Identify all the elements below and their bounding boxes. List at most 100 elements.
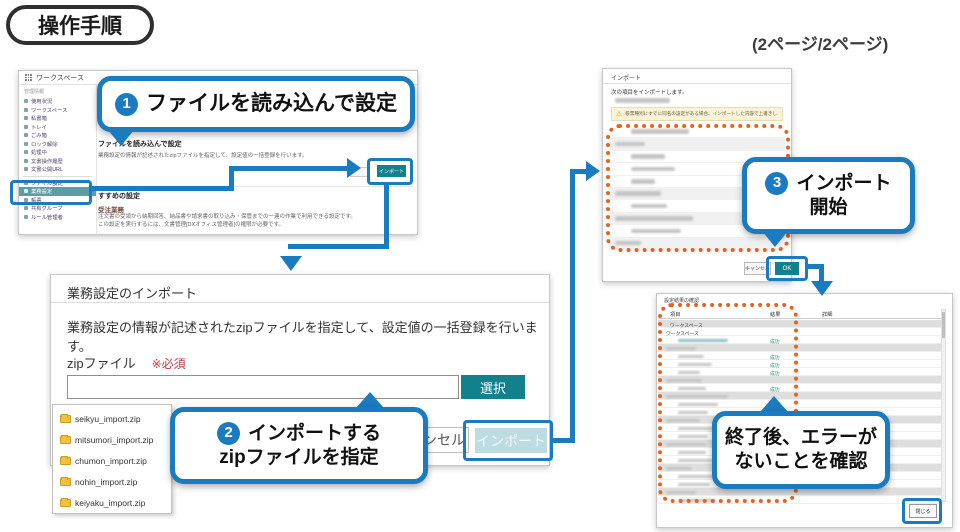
redacted-import-target (615, 98, 670, 103)
connector-b-arrowhead (280, 256, 302, 271)
confirm-list-row (609, 176, 785, 188)
zip-file-item[interactable]: mitsumori_import.zip (53, 429, 171, 450)
connector-b-seg2 (288, 244, 389, 249)
sidebar-item[interactable]: ワークスペース (19, 106, 96, 115)
result-table-row (658, 488, 946, 496)
connector-a-seg3 (234, 166, 347, 171)
step2-text-line1: インポートする (247, 422, 381, 444)
close-button[interactable]: 閉じる (909, 504, 937, 518)
sidebar-item[interactable]: 業務設定 (19, 187, 96, 196)
result-scrollbar-thumb[interactable] (942, 312, 945, 338)
required-badge: ※必須 (151, 357, 186, 371)
zip-folder-icon (60, 413, 71, 423)
sidebar-item-icon (24, 197, 28, 202)
column-item: 項目 (670, 312, 681, 318)
sidebar-section-label: 管理情報 (24, 89, 45, 95)
zip-file-name: chumon_import.zip (75, 455, 147, 466)
sidebar-item[interactable]: 文書公開URL (19, 165, 96, 174)
zip-file-name: mitsumori_import.zip (75, 434, 154, 445)
sidebar-item[interactable]: 共有グループ (19, 204, 96, 213)
connector-c-seg3 (575, 169, 587, 174)
zip-file-input[interactable] (67, 375, 459, 399)
result-status-success: 成功 (770, 371, 780, 377)
sidebar-item-icon (24, 133, 28, 138)
import-button-disabled[interactable]: インポート (475, 428, 547, 453)
sidebar-item-icon (24, 189, 28, 194)
result-status-success: 成功 (770, 387, 780, 393)
order-work-desc-line1: 注文書の受領から納期回答、納品書や請求書の取り込み・保管までの一連の作業で利用で… (98, 214, 356, 220)
confirm-description: 次の項目をインポートします。 (611, 90, 688, 96)
zip-file-item[interactable]: nohin_import.zip (53, 471, 171, 492)
sidebar-item-label: トレイ (31, 124, 47, 131)
sidebar-item[interactable]: トレイ (19, 123, 96, 132)
confirm-list-row (609, 138, 785, 151)
confirm-cancel-button[interactable]: キャンセル (744, 262, 771, 275)
callout-note: 終了後、エラーが ないことを確認 (712, 411, 890, 489)
confirm-list-row (609, 225, 785, 238)
sidebar-item[interactable]: 帳票 (19, 196, 96, 205)
zip-file-item[interactable]: chumon_import.zip (53, 450, 171, 471)
sidebar-divider (23, 175, 92, 177)
order-work-desc-line2: この設定を実行するには、文書管理[DXオフィス管理者]の権限が必要です。 (98, 221, 285, 228)
redacted-text (615, 216, 693, 221)
sidebar-item-icon (24, 124, 28, 129)
step3-text-line1: インポート (796, 172, 892, 194)
redacted-text (631, 129, 689, 134)
redacted-item-label (666, 466, 692, 470)
sidebar-item-label: ごみ箱 (31, 133, 47, 140)
zip-file-item[interactable]: keiyaku_import.zip (53, 492, 171, 513)
sidebar-item[interactable]: ルール管理者 (19, 213, 96, 222)
sidebar-item[interactable]: 処理中 (19, 148, 96, 157)
callout-note-pointer (760, 396, 788, 412)
redacted-item-label (678, 482, 710, 486)
warning-icon: ⚠ (616, 110, 623, 118)
redacted-item-label (678, 434, 708, 438)
highlight-sidebar-business-settings (10, 180, 92, 205)
sidebar-item[interactable]: 私書箱 (19, 114, 96, 123)
confirm-item-list (609, 126, 785, 250)
redacted-text (631, 166, 675, 172)
sidebar-item-label: 処理中 (31, 150, 47, 157)
step3-text-line2: 開始 (809, 196, 848, 218)
step2-number-badge: 2 (216, 422, 240, 446)
callout-step2: 2 インポートする zipファイルを指定 (170, 407, 428, 484)
app-grid-icon (25, 74, 32, 81)
sidebar-item[interactable]: 文書操作履歴 (19, 157, 96, 166)
column-detail: 詳細 (822, 312, 833, 318)
zip-file-item[interactable]: seikyu_import.zip (53, 408, 171, 429)
result-title: 設定結果の確認 (664, 298, 700, 304)
result-table-row: ワークスペース (658, 320, 946, 329)
redacted-item-label (678, 458, 714, 462)
sidebar-item-icon (24, 99, 28, 104)
import-button-small[interactable]: インポート (377, 165, 406, 177)
sidebar-item[interactable]: ごみ箱 (19, 131, 96, 140)
sidebar-item[interactable]: 使用状況 (19, 97, 96, 106)
sidebar-item-icon (24, 167, 28, 172)
result-table-row (658, 344, 946, 352)
connector-b-seg1 (384, 185, 389, 249)
highlight-ok-button (766, 256, 808, 281)
connector-a-seg2 (229, 166, 234, 191)
result-table-row: 成功 (658, 336, 946, 345)
redacted-text (631, 179, 655, 184)
result-table-row: 成功 (658, 368, 946, 377)
confirm-list-row (609, 163, 785, 176)
page-indicator: (2ページ/2ページ) (752, 35, 889, 54)
ok-button[interactable]: OK (775, 262, 799, 275)
sidebar-item-label: 私書箱 (31, 116, 47, 123)
zip-file-label: zipファイル※必須 (67, 353, 186, 372)
callout-step1: 1 ファイルを読み込んで設定 (97, 76, 415, 132)
result-scrollbar[interactable] (941, 309, 946, 502)
confirm-list-row (609, 200, 785, 213)
connector-c-seg1 (553, 438, 575, 443)
redacted-item-label (678, 338, 728, 342)
redacted-item-label (678, 386, 706, 390)
select-file-button[interactable]: 選択 (461, 375, 525, 399)
confirm-list-row (609, 126, 785, 139)
redacted-item-label (666, 394, 728, 398)
callout-step3: 3 インポート 開始 (742, 157, 915, 234)
sidebar-item[interactable]: ロック解除 (19, 140, 96, 149)
order-work-description: 注文書の受領から納期回答、納品書や請求書の取り込み・保管までの一連の作業で利用で… (98, 214, 356, 230)
order-work-heading: 受注業務 (98, 207, 124, 214)
